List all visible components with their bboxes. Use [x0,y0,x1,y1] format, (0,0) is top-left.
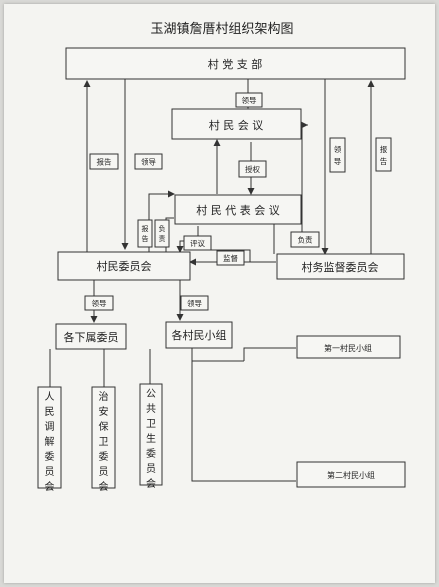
node-villagers-meeting: 村 民 会 议 [171,108,302,140]
node-label: 公共卫生委员会 [146,389,156,490]
svg-text:领导: 领导 [242,95,257,105]
edge-label-lead-subordinates: 领导 [84,295,114,311]
svg-text:负责: 负责 [298,235,313,245]
edge-label-responsible-right: 负责 [290,231,320,248]
node-security-committee: 治安保卫委员会 [91,386,116,493]
node-label: 村民委员会 [97,259,152,273]
node-label: 治安保卫委员会 [99,390,109,493]
org-chart: 玉湖镇詹厝村组织架构图 [37,22,406,493]
node-village-groups: 各村民小组 [165,321,233,349]
edge-label-lead-groups: 领导 [180,295,209,311]
node-health-committee: 公共卫生委员会 [139,383,163,490]
node-label: 各下属委员 [64,330,119,344]
node-label: 村 民 会 议 [209,118,264,132]
node-label: 人民调解委员会 [45,391,55,493]
node-village-committee: 村民委员会 [57,251,191,281]
document-page: 玉湖镇詹厝村组织架构图 [4,4,435,583]
edge-label-lead-left: 领导 [134,153,163,170]
svg-text:领导: 领导 [141,157,156,167]
edge-label-lead-top: 领导 [235,92,263,108]
svg-text:报告: 报告 [97,157,112,167]
svg-text:授权: 授权 [245,164,260,174]
node-party-branch: 村 党 支 部 [65,47,406,80]
node-group-one: 第一村民小组 [296,335,401,359]
node-label: 村 党 支 部 [208,57,263,71]
node-label: 村务监督委员会 [302,260,379,274]
node-supervision-committee: 村务监督委员会 [276,253,405,280]
svg-text:领导: 领导 [187,298,202,308]
node-label: 领导 [334,144,342,166]
chart-title: 玉湖镇詹厝村组织架构图 [150,22,293,37]
node-label: 报告 [142,224,149,243]
edge-label-report-left: 报告 [89,153,119,170]
node-label: 各村民小组 [172,328,227,342]
node-group-two: 第二村民小组 [296,461,406,488]
edge-label-authorize: 授权 [238,160,267,178]
edge-label-report-right: 报告 [375,137,392,172]
node-label: 第二村民小组 [327,470,375,480]
node-label: 村 民 代 表 会 议 [196,203,279,217]
edge-label-supervise: 监督 [216,250,245,266]
edge-label-report-small: 报告 [137,219,153,248]
node-representatives-meeting: 村 民 代 表 会 议 [174,194,302,225]
svg-text:领导: 领导 [92,298,107,308]
node-label: 负责 [159,224,166,243]
svg-text:评议: 评议 [190,239,205,248]
edge-label-review: 评议 [183,235,212,251]
edge-label-lead-right: 领导 [329,137,346,173]
node-label: 报告 [380,144,388,166]
node-mediation-committee: 人民调解委员会 [37,386,62,493]
edge-label-responsible: 负责 [154,219,170,248]
node-subordinate-committees: 各下属委员 [55,323,127,350]
svg-text:监督: 监督 [223,253,238,263]
node-label: 第一村民小组 [324,343,372,353]
